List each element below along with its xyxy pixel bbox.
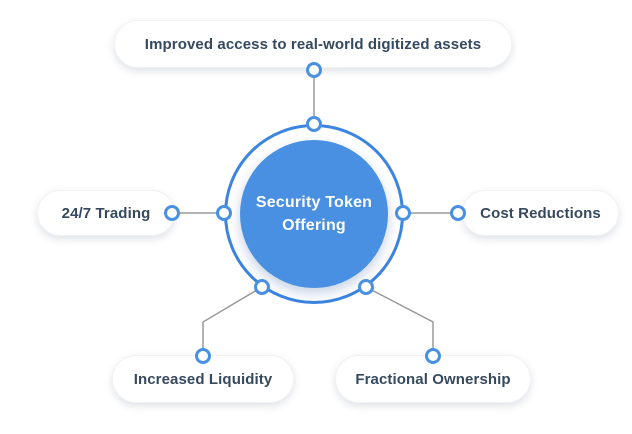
dot-ring-top-icon (306, 116, 322, 132)
center-node-label-line1: Security Token (255, 194, 373, 211)
node-left: 24/7 Trading (37, 190, 175, 236)
connector-line-bottom-left (202, 286, 263, 356)
dot-node-bottom-right-icon (425, 348, 441, 364)
node-top: Improved access to real-world digitized … (114, 20, 512, 68)
dot-node-right-icon (450, 205, 466, 221)
node-right-label: Cost Reductions (480, 204, 601, 222)
dot-node-left-icon (164, 205, 180, 221)
dot-node-top-icon (306, 62, 322, 78)
node-left-label: 24/7 Trading (61, 204, 151, 222)
node-bottom-right-label: Fractional Ownership (355, 370, 511, 388)
dot-ring-right-icon (395, 205, 411, 221)
node-top-label: Improved access to real-world digitized … (144, 35, 482, 53)
node-bottom-left: Increased Liquidity (112, 355, 294, 403)
dot-node-bottom-left-icon (195, 348, 211, 364)
dot-ring-left-icon (216, 205, 232, 221)
connector-line-bottom-right (365, 286, 434, 356)
node-right: Cost Reductions (462, 190, 619, 236)
node-bottom-left-label: Increased Liquidity (133, 370, 273, 388)
center-node-label-line2: Offering (282, 217, 346, 234)
dot-ring-bottom-left-icon (254, 279, 270, 295)
center-node: Security Token Offering (240, 140, 388, 288)
dot-ring-bottom-right-icon (358, 279, 374, 295)
